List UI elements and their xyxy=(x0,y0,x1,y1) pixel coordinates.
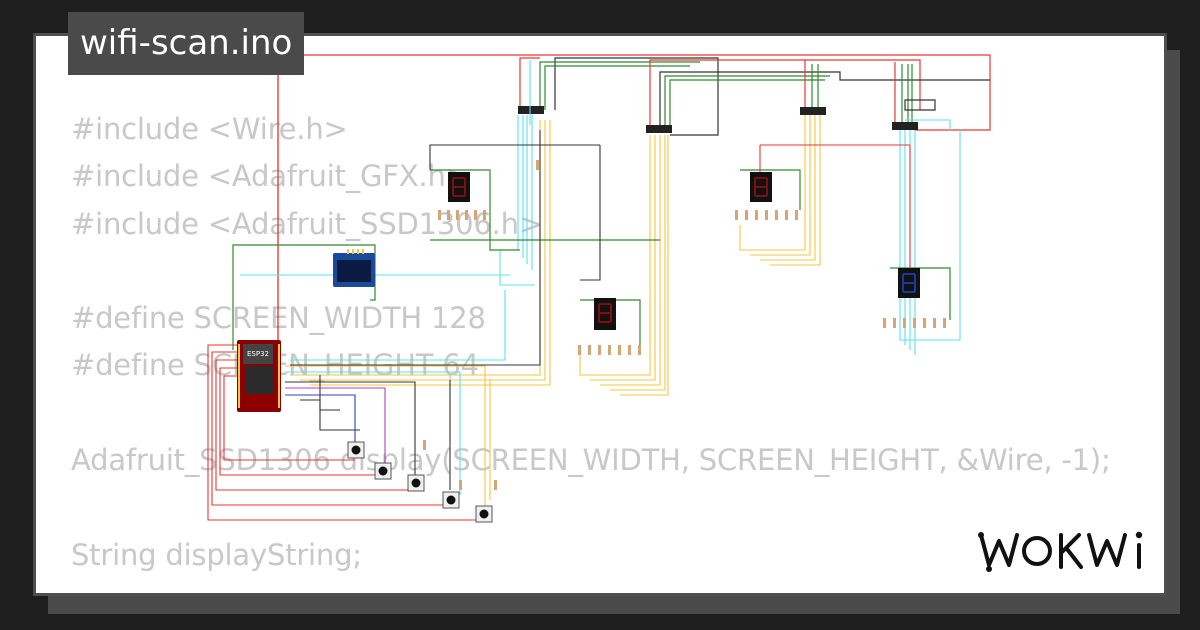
seven-segment-display[interactable] xyxy=(448,172,470,202)
seven-segment-display[interactable] xyxy=(594,298,616,330)
push-button[interactable] xyxy=(407,474,425,492)
push-button[interactable] xyxy=(442,491,460,509)
oled-display[interactable] xyxy=(333,249,375,287)
shift-register-chip[interactable] xyxy=(800,107,826,115)
wokwi-logo xyxy=(978,531,1143,572)
code-line: #include <Adafruit_GFX.h> xyxy=(71,159,470,194)
shift-register-chip[interactable] xyxy=(518,106,544,114)
seven-segment-display[interactable] xyxy=(750,172,772,202)
shift-register-chip[interactable] xyxy=(646,125,672,133)
esp32-label: ESP32 xyxy=(247,350,269,358)
push-button[interactable] xyxy=(475,505,493,523)
push-button[interactable] xyxy=(347,441,365,459)
project-title: wifi-scan.ino xyxy=(68,12,305,75)
code-line: #define SCREEN_WIDTH 128 xyxy=(71,301,486,336)
push-button[interactable] xyxy=(374,462,392,480)
seven-segment-display[interactable] xyxy=(898,268,920,298)
code-line: #include <Adafruit_SSD1306.h> xyxy=(71,206,543,241)
code-line: String displayString; xyxy=(71,537,362,572)
shift-register-chip[interactable] xyxy=(892,122,918,130)
esp32-board[interactable]: ESP32 xyxy=(237,340,281,412)
